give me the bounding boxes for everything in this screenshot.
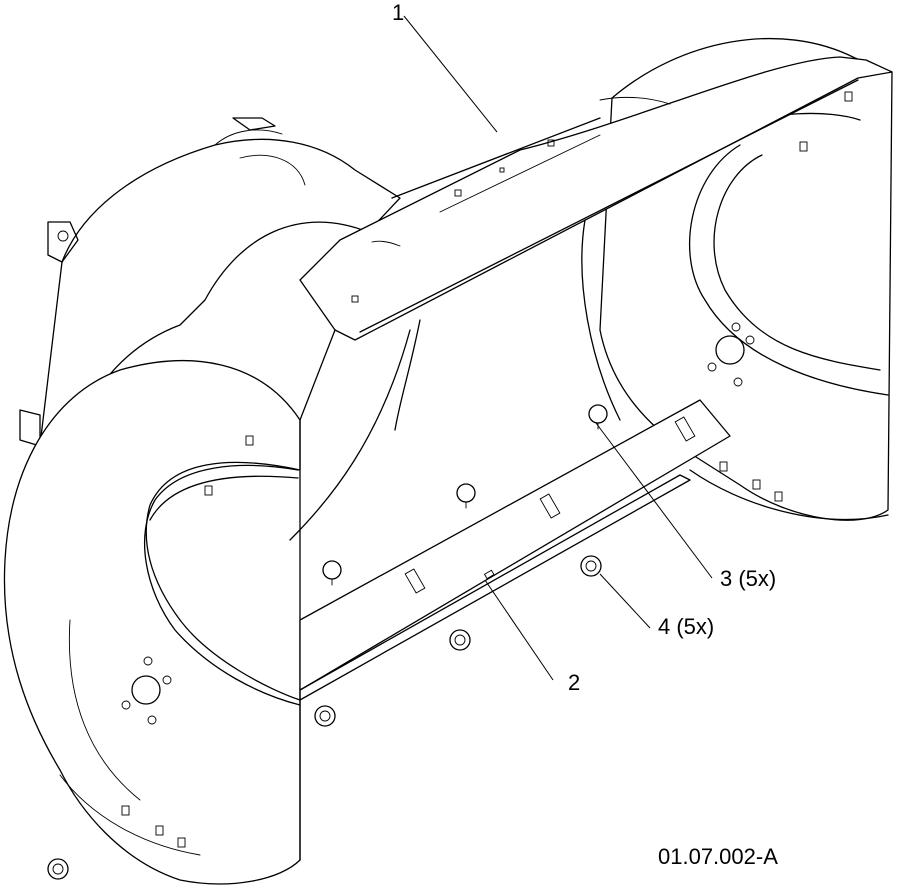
callout-2: 2	[568, 670, 580, 695]
flange-nuts	[47, 555, 602, 880]
auger-housing	[3, 37, 893, 885]
callout-4: 4 (5x)	[658, 614, 714, 639]
callout-3: 3 (5x)	[720, 566, 776, 591]
drawing-code: 01.07.002-A	[658, 844, 778, 869]
leader-lines	[403, 15, 713, 681]
scraper-bar	[299, 399, 731, 701]
callout-1: 1	[392, 0, 404, 25]
carriage-bolts	[322, 404, 608, 586]
